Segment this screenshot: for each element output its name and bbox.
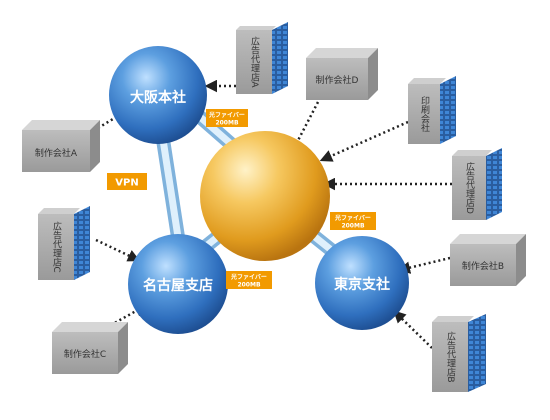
arrow-prod-a [97,108,131,130]
agency-c-label: 広告代理店C [51,220,62,272]
prod-d-label: 制作会社D [316,74,359,86]
agency-c-building: 広告代理店C [38,206,90,280]
hub-osaka-label: 大阪本社 [130,89,186,106]
agency-a-building: 広告代理店A [236,22,288,94]
fiber-tag-tokyo: 光ファイバー 200MB [330,212,376,230]
prod-a-box: 制作会社A [22,120,100,172]
hub-nagoya: 名古屋支店 [128,234,228,334]
arrow-agency-c [95,238,141,262]
prod-b-box: 制作会社B [450,234,526,286]
prod-c-box: 制作会社C [52,322,128,374]
fiber-tag-nagoya: 光ファイバー 200MB [226,271,272,289]
agency-b-building: 広告代理店B [432,314,486,392]
prod-d-box: 制作会社D [306,48,378,100]
printing-label: 印刷会社 [419,95,430,133]
svg-text:光ファイバー: 光ファイバー [334,214,371,222]
prod-a-label: 制作会社A [35,147,78,159]
svg-text:VPN: VPN [115,178,138,189]
hub-osaka: 大阪本社 [109,46,207,144]
fiber-tag-osaka: 光ファイバー 200MB [206,109,248,127]
svg-text:光ファイバー: 光ファイバー [208,111,245,119]
vpn-tag: VPN [107,173,147,190]
agency-d-building: 広告代理店D [452,148,502,220]
agency-a-label: 広告代理店A [249,35,260,88]
svg-text:光ファイバー: 光ファイバー [230,273,267,281]
svg-text:200MB: 200MB [237,282,260,289]
hub-tokyo: 東京支社 [315,236,409,330]
hub-nagoya-label: 名古屋支店 [143,277,213,294]
svg-text:200MB: 200MB [341,223,364,230]
prod-b-label: 制作会社B [462,260,504,272]
printing-building: 印刷会社 [408,76,456,144]
arrow-prod-b [397,256,451,274]
arrow-agency-b [393,310,433,349]
svg-text:200MB: 200MB [215,120,238,127]
agency-d-label: 広告代理店D [464,161,475,214]
hub-tokyo-label: 東京支社 [334,276,390,293]
arrow-printing [319,120,409,162]
prod-c-label: 制作会社C [64,348,106,360]
core-network-sphere [200,131,330,261]
agency-b-label: 広告代理店B [445,330,456,382]
